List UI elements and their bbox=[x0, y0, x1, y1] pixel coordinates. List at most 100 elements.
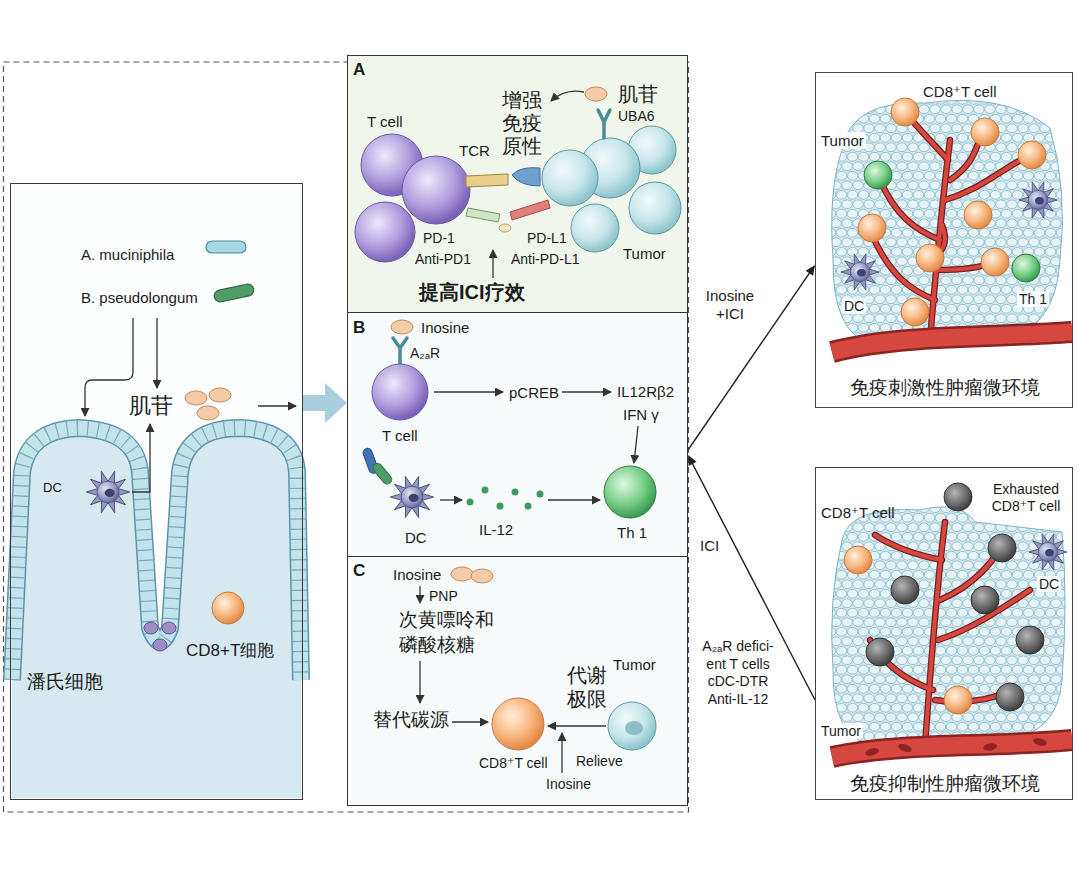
blood-vessel bbox=[832, 332, 1072, 352]
pathway-arrow bbox=[85, 318, 133, 416]
text-anchor: 增强免疫原性 bbox=[502, 89, 544, 158]
red-blood-cells bbox=[864, 747, 879, 757]
tumor-cell bbox=[625, 721, 643, 735]
immune-cells bbox=[844, 546, 872, 574]
bacteria bbox=[206, 241, 255, 303]
immune-cells bbox=[944, 483, 972, 511]
tumor-microenvironment-box: CD8⁺T cell Exhausted CD8⁺T cellDC Tumor 免疫抑… bbox=[815, 467, 1073, 800]
bacteria bbox=[362, 447, 394, 486]
il12-dots bbox=[467, 499, 474, 506]
panel-ground bbox=[347, 556, 688, 806]
text-anchor: 次黄嘌呤和磷酸核糖 bbox=[399, 608, 500, 657]
th1-cell bbox=[604, 466, 656, 518]
effect-label: 增强免疫原性 bbox=[502, 89, 544, 158]
molecule-label: UBA6 bbox=[618, 108, 655, 124]
molecule-label: IFN γ bbox=[623, 406, 659, 423]
molecule-label: TCR bbox=[459, 142, 490, 159]
bacteria bbox=[371, 462, 393, 486]
box-title: 免疫抑制性肿瘤微环境 bbox=[850, 773, 1040, 795]
intestinal-villi bbox=[12, 428, 301, 680]
tumor-mass bbox=[832, 100, 1063, 345]
t-cell bbox=[372, 364, 428, 420]
inosine-molecules bbox=[197, 406, 219, 420]
dendritic-cell bbox=[390, 476, 433, 517]
dendritic-cell bbox=[86, 471, 129, 512]
receptor-ligand bbox=[499, 224, 511, 232]
il12-dots bbox=[525, 503, 532, 510]
pathway-arrow bbox=[551, 91, 584, 101]
receptor-ligand bbox=[466, 174, 508, 187]
receptor-ligand bbox=[510, 200, 550, 220]
pathway-arrow bbox=[419, 586, 420, 603]
tumor-cell bbox=[608, 702, 656, 750]
molecule-label: pCREB bbox=[509, 384, 559, 401]
pathway-arrow bbox=[561, 733, 562, 773]
receptor-ligand bbox=[598, 110, 610, 138]
il12-dots bbox=[482, 487, 489, 494]
cell-label: Tumor bbox=[819, 723, 863, 739]
inosine-molecules bbox=[185, 391, 207, 405]
bacteria bbox=[213, 283, 255, 303]
cell-label: CD8⁺T cell bbox=[923, 83, 997, 100]
cell-label: DC bbox=[1037, 576, 1061, 592]
cell-label: DC bbox=[842, 298, 866, 314]
dendritic-cell bbox=[86, 471, 129, 512]
pathway-arrow bbox=[440, 499, 462, 500]
tumor-mass bbox=[832, 507, 1065, 745]
panel-ground bbox=[10, 55, 1073, 806]
cell-label: CD8⁺T cell bbox=[821, 504, 895, 521]
inosine-receptor bbox=[393, 338, 407, 364]
receptor-ligand bbox=[466, 87, 610, 232]
bacteria-name: A. muciniphila bbox=[81, 246, 174, 263]
blood-vessel bbox=[945, 155, 1030, 200]
arrow-head bbox=[806, 265, 815, 276]
pathway-arrow bbox=[434, 391, 503, 392]
mechanism-panel: CInosinePNP次黄嘌呤和磷酸核糖替代碳源代谢极限TumorCD8⁺T c… bbox=[347, 556, 688, 806]
il12-dots bbox=[497, 503, 504, 510]
receptor-ligand bbox=[466, 208, 500, 222]
inosine-molecules bbox=[471, 569, 493, 583]
blood-vessel bbox=[880, 180, 940, 240]
blood-vessel bbox=[832, 112, 1072, 352]
effect-label: 提高ICI疗效 bbox=[419, 281, 525, 304]
pathway-arrow bbox=[562, 391, 611, 392]
intestinal-villi bbox=[12, 428, 301, 680]
cd8-t-cell bbox=[212, 592, 244, 624]
molecule-label: PD-L1 bbox=[527, 230, 567, 246]
drug-label: Anti-PD-L1 bbox=[511, 251, 579, 267]
pathway-arrow bbox=[548, 499, 600, 500]
th1-cell bbox=[604, 466, 656, 518]
edge-label: Inosine +ICI bbox=[700, 287, 760, 323]
tumor-cells bbox=[542, 150, 598, 206]
cell-label: T cell bbox=[367, 113, 403, 130]
inosine-molecules bbox=[451, 567, 493, 583]
paneth-cells bbox=[153, 639, 167, 651]
immune-cells bbox=[988, 534, 1016, 562]
tumor-microenvironment-box: CD8⁺T cellTumorDCTh 1免疫刺激性肿瘤微环境 bbox=[815, 72, 1073, 408]
intestinal-villi bbox=[12, 428, 301, 798]
immune-cells bbox=[1029, 534, 1067, 570]
panel-ground bbox=[347, 312, 688, 557]
il12-dots bbox=[467, 487, 544, 510]
pathway-arrow bbox=[85, 318, 296, 492]
panel-ground bbox=[815, 467, 1073, 800]
immune-cells bbox=[916, 244, 944, 272]
pathway-arrow bbox=[548, 725, 606, 726]
arrow-head bbox=[325, 383, 347, 423]
cell-label: 潘氏细胞 bbox=[27, 671, 103, 693]
t-cell bbox=[372, 364, 428, 420]
immune-cells bbox=[1012, 254, 1040, 282]
cell-label: Th 1 bbox=[1017, 291, 1049, 307]
immune-cells bbox=[891, 576, 919, 604]
arrow-head bbox=[688, 455, 697, 466]
metabolite-label: Inosine bbox=[421, 319, 469, 336]
tumor-cells bbox=[571, 204, 619, 252]
panel-letter: C bbox=[353, 561, 365, 581]
text-anchor: Exhausted CD8⁺T cell bbox=[986, 481, 1066, 515]
immune-cells bbox=[1018, 141, 1046, 169]
text-anchor: Inosine +ICI bbox=[700, 287, 760, 323]
inosine-molecules bbox=[451, 567, 473, 581]
panel-ground bbox=[347, 55, 688, 313]
cell-label: CD8+T细胞 bbox=[186, 641, 274, 661]
